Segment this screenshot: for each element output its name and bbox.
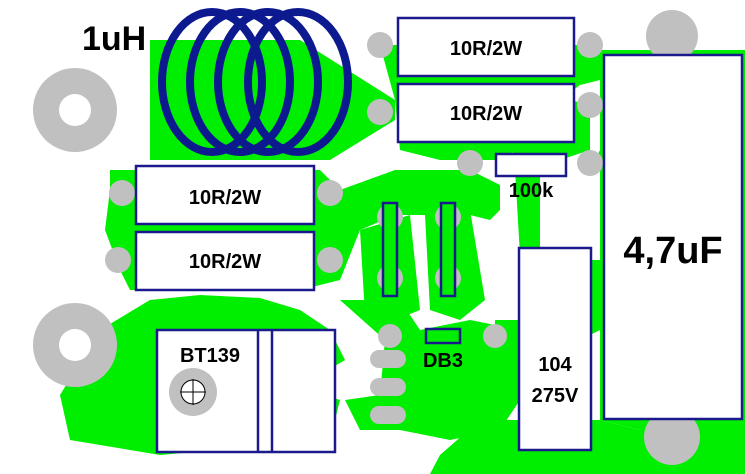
resistor-left-2-label: 10R/2W bbox=[189, 251, 261, 273]
solder-pad bbox=[370, 378, 406, 396]
resistor-top-1-label: 10R/2W bbox=[450, 38, 522, 60]
resistor-small-outline bbox=[494, 152, 568, 178]
resistor-left-2-outline bbox=[134, 230, 316, 292]
capacitor-small-label-line1: 104 bbox=[538, 354, 572, 376]
solder-pad bbox=[367, 32, 393, 58]
triac-mounting-hole bbox=[169, 368, 217, 416]
resistor-small-label: 100k bbox=[509, 180, 554, 202]
solder-pad bbox=[105, 247, 131, 273]
link-outline bbox=[381, 201, 399, 298]
resistor-top-2-label: 10R/2W bbox=[450, 103, 522, 125]
resistor-top-2-outline bbox=[396, 82, 576, 144]
solder-pad bbox=[370, 406, 406, 424]
triac-label: BT139 bbox=[180, 345, 240, 367]
capacitor-large-outline bbox=[602, 53, 744, 421]
solder-pad bbox=[577, 32, 603, 58]
solder-pad bbox=[367, 99, 393, 125]
solder-pad bbox=[457, 150, 483, 176]
solder-pad bbox=[109, 180, 135, 206]
solder-pad bbox=[370, 350, 406, 368]
mounting-hole-icon bbox=[646, 10, 698, 62]
solder-pad bbox=[577, 92, 603, 118]
mounting-holes bbox=[33, 10, 700, 465]
capacitor-small-outline bbox=[517, 246, 593, 452]
solder-pad bbox=[317, 180, 343, 206]
coil-icon bbox=[158, 8, 352, 156]
resistor-left-1-outline bbox=[134, 164, 316, 226]
diac-label: DB3 bbox=[423, 350, 463, 372]
inductor-label: 1uH bbox=[82, 20, 146, 58]
link-outline bbox=[439, 201, 457, 298]
solder-pad bbox=[577, 150, 603, 176]
solder-pad bbox=[483, 324, 507, 348]
capacitor-small-label-line2: 275V bbox=[532, 385, 579, 407]
solder-pad bbox=[378, 324, 402, 348]
resistor-top-1-outline bbox=[396, 16, 576, 78]
resistor-left-1-label: 10R/2W bbox=[189, 187, 261, 209]
solder-pad bbox=[317, 247, 343, 273]
diac-outline bbox=[424, 327, 462, 345]
component-outlines bbox=[134, 16, 744, 454]
mounting-hole-icon bbox=[644, 409, 700, 465]
capacitor-large-label: 4,7uF bbox=[623, 230, 722, 272]
